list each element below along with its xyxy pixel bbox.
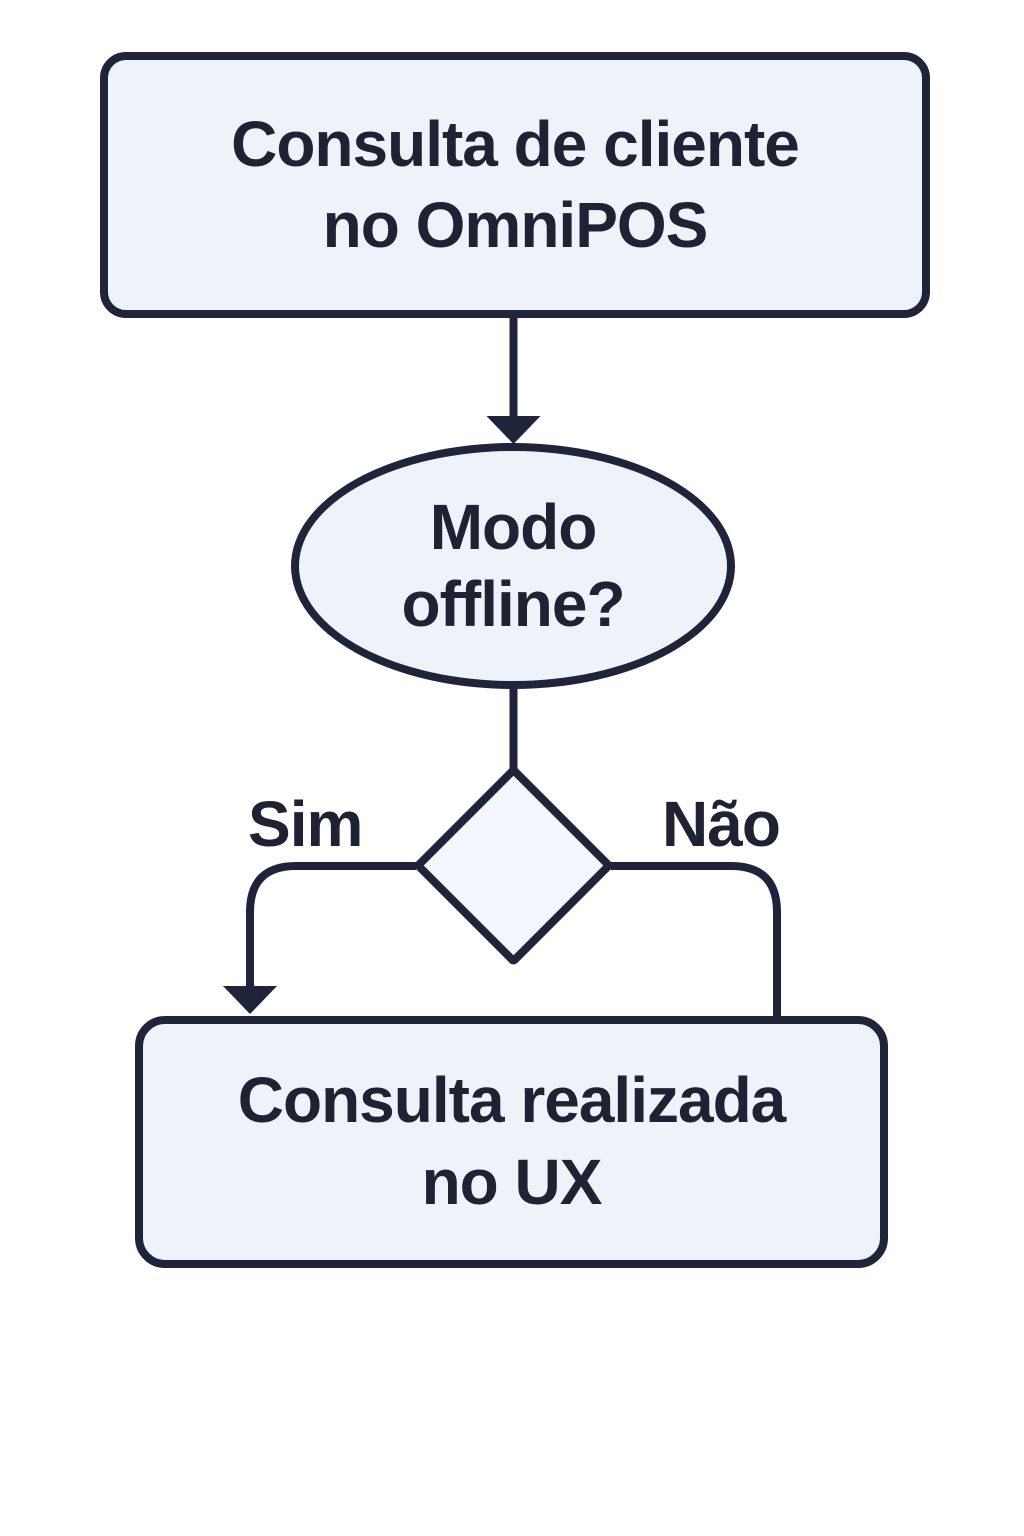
arrowhead-down-icon xyxy=(223,986,277,1014)
edge-yes-branch xyxy=(246,862,416,988)
node-end-label: Consulta realizada no UX xyxy=(237,1064,786,1218)
edge-no-branch xyxy=(611,862,781,1020)
edge-label-no: Não xyxy=(662,788,781,860)
arrowhead-down-icon xyxy=(486,416,541,444)
node-decision: Modo offline? xyxy=(291,443,735,689)
node-start: Consulta de cliente no OmniPOS xyxy=(100,52,930,318)
node-start-label: Consulta de cliente no OmniPOS xyxy=(231,108,800,261)
edge-label-yes: Sim xyxy=(248,788,363,860)
node-decision-label: Modo offline? xyxy=(401,491,625,640)
node-end: Consulta realizada no UX xyxy=(135,1016,888,1268)
